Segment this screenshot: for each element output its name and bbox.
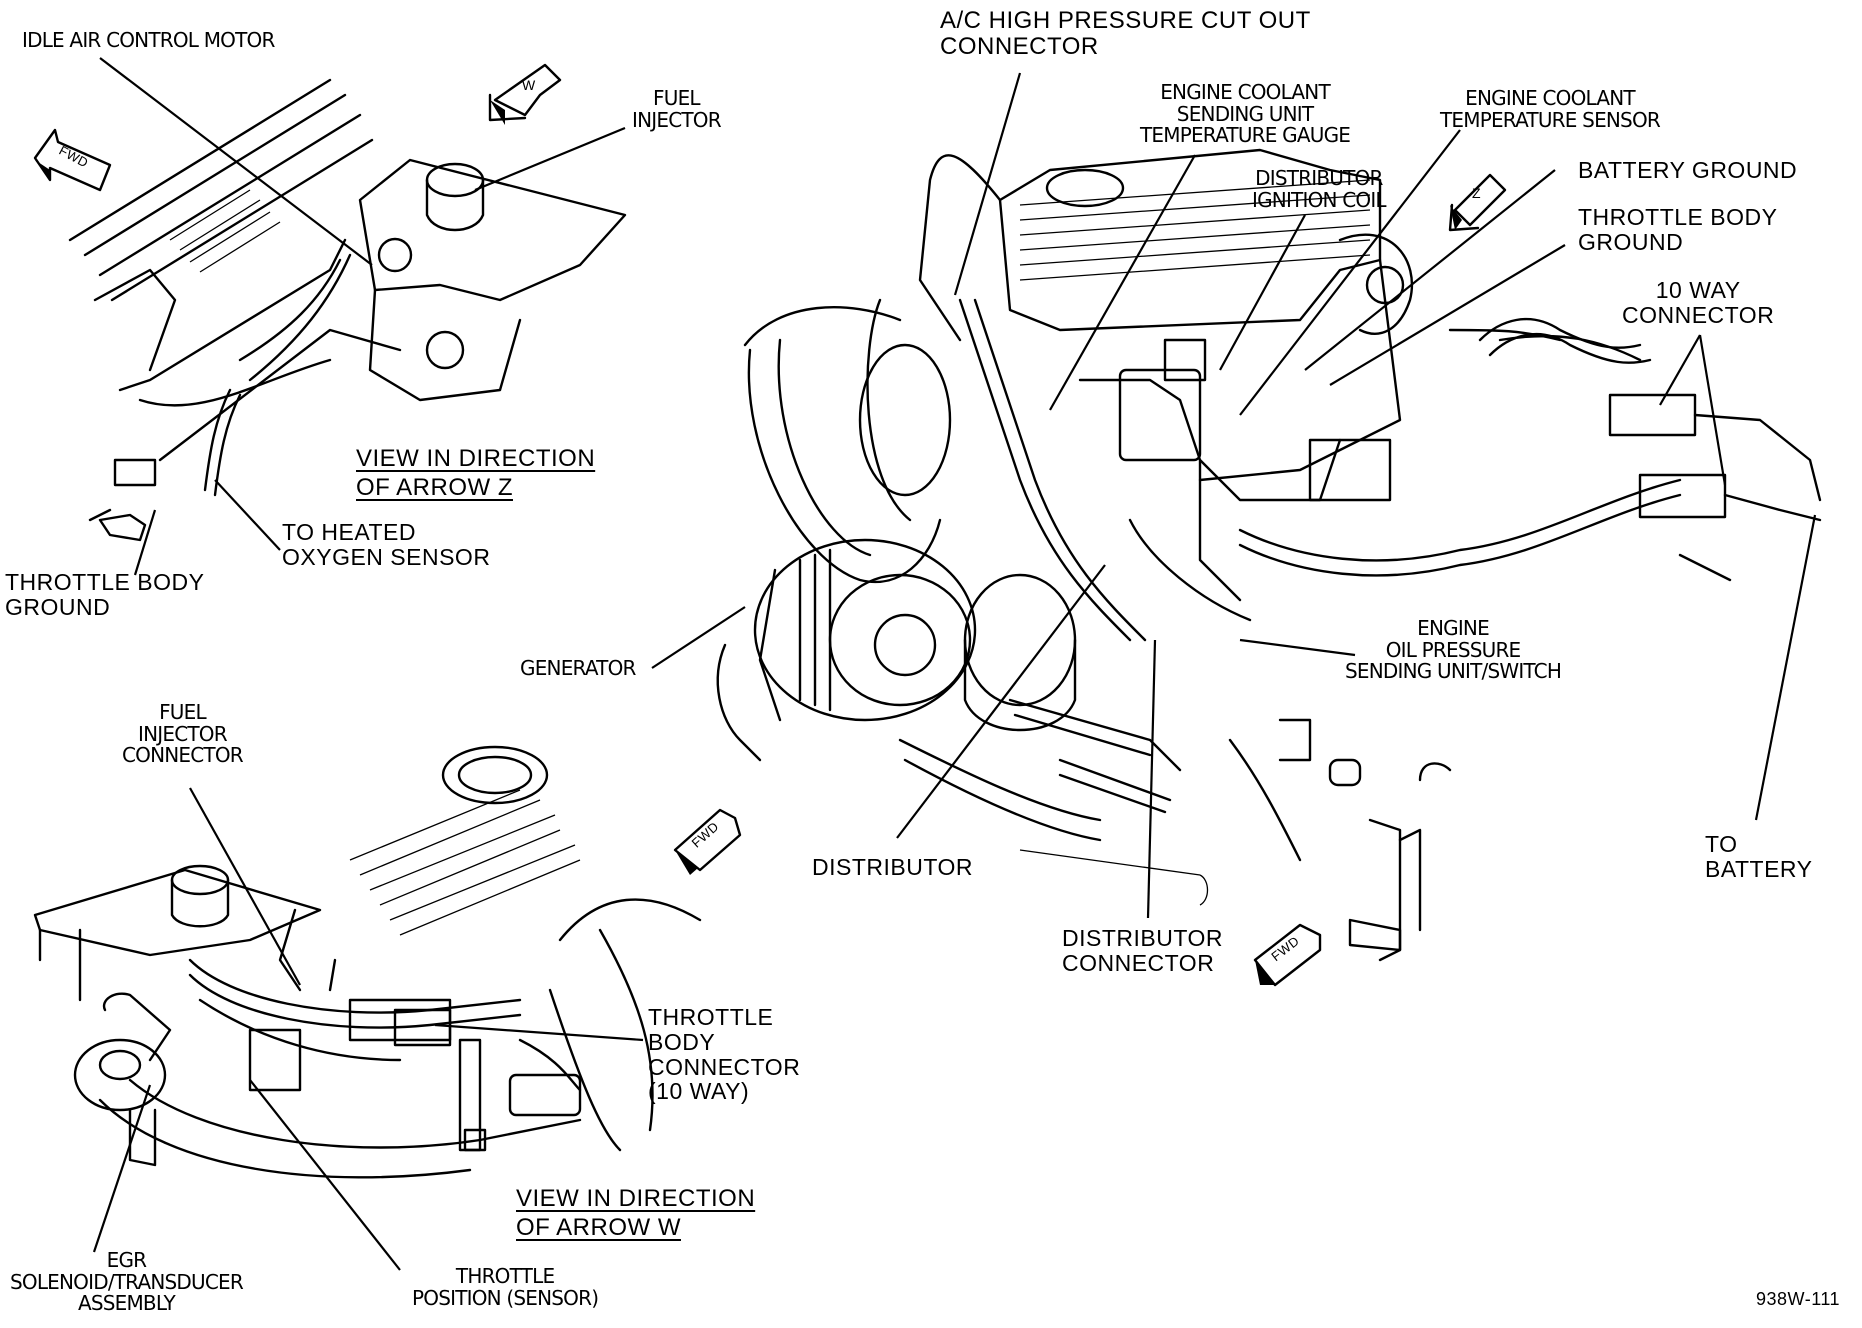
label-to-battery: TO BATTERY [1705,831,1813,882]
figure-code: 938W-111 [1756,1289,1841,1309]
arrow-w-icon [488,63,562,125]
leader-lines [92,57,1817,1271]
arrow-z-text: Z [1472,185,1482,201]
label-throttle-body-ground-left: THROTTLE BODY GROUND [5,569,205,620]
fwd-arrow-icon [1253,923,1322,987]
label-coolant-sending-unit: ENGINE COOLANT SENDING UNIT TEMPERATURE … [1140,80,1351,148]
label-egr-solenoid-assembly: EGR SOLENOID/TRANSDUCER ASSEMBLY [10,1248,244,1316]
label-view-arrow-w: VIEW IN DIRECTION OF ARROW W [516,1185,756,1241]
arrow-z-icon [1448,173,1507,232]
fwd-arrow-icon [673,808,742,875]
label-ac-high-pressure-connector: A/C HIGH PRESSURE CUT OUT CONNECTOR [940,7,1311,60]
label-view-arrow-z: VIEW IN DIRECTION OF ARROW Z [356,445,596,501]
label-generator: GENERATOR [520,656,636,680]
label-distributor: DISTRIBUTOR [812,854,973,880]
label-idle-air-control-motor: IDLE AIR CONTROL MOTOR [22,28,275,52]
arrow-w-text: W [522,77,536,93]
label-distributor-ignition-coil: DISTRIBUTOR IGNITION COIL [1252,166,1387,212]
label-fuel-injector-connector: FUEL INJECTOR CONNECTOR [122,700,244,768]
label-ten-way-connector: 10 WAY CONNECTOR [1622,277,1775,328]
label-to-heated-oxygen-sensor: TO HEATED OXYGEN SENSOR [282,519,491,570]
label-fuel-injector: FUEL INJECTOR [632,86,722,132]
label-distributor-connector: DISTRIBUTOR CONNECTOR [1062,925,1223,976]
label-throttle-body-ground-right: THROTTLE BODY GROUND [1578,204,1778,255]
label-throttle-position-sensor: THROTTLE POSITION (SENSOR) [412,1264,599,1310]
label-throttle-body-connector: THROTTLE BODY CONNECTOR (10 WAY) [648,1004,801,1105]
engine-main-drawing [716,148,1822,962]
label-coolant-temperature-sensor: ENGINE COOLANT TEMPERATURE SENSOR [1440,86,1661,132]
label-engine-oil-pressure: ENGINE OIL PRESSURE SENDING UNIT/SWITCH [1345,616,1562,684]
fwd-arrow-icon [33,128,112,192]
label-battery-ground: BATTERY GROUND [1578,157,1798,183]
engine-bottom-left-drawing [33,745,702,1179]
